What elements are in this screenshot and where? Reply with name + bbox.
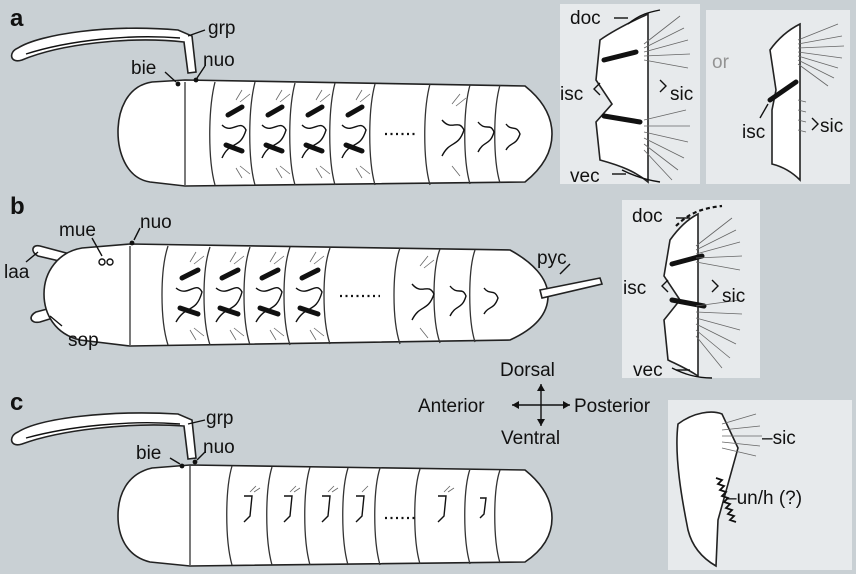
panel-b-inset-isc: isc bbox=[623, 278, 646, 299]
panel-c-inset: –sic –un/h (?) bbox=[668, 400, 852, 570]
panel-b-letter: b bbox=[10, 193, 25, 220]
panel-b-pyc-process bbox=[540, 278, 602, 298]
compass-anterior: Anterior bbox=[418, 396, 485, 417]
orientation-compass: Dorsal Anterior Posterior Ventral bbox=[418, 360, 651, 449]
panel-b-label-mue: mue bbox=[59, 220, 96, 241]
panel-a-inset-1: doc isc sic vec bbox=[560, 4, 700, 187]
panel-a-inset1-isc: isc bbox=[560, 84, 583, 105]
panel-c-bie-leader bbox=[170, 458, 180, 464]
panel-a-inset-2: isc sic bbox=[706, 10, 850, 184]
panel-a: a bbox=[10, 4, 850, 187]
panel-b-label-nuo: nuo bbox=[140, 212, 172, 233]
panel-c-inset-sic: –sic bbox=[762, 428, 796, 449]
panel-a-nuo-dot bbox=[194, 78, 199, 83]
panel-a-inset2-sic: sic bbox=[820, 116, 843, 137]
panel-a-bie-dot bbox=[176, 82, 181, 87]
panel-b-inset: doc isc sic vec bbox=[622, 200, 760, 381]
compass-dorsal: Dorsal bbox=[500, 360, 555, 381]
panel-c-letter: c bbox=[10, 389, 23, 416]
panel-c-label-grp: grp bbox=[206, 408, 233, 429]
panel-a-letter: a bbox=[10, 5, 24, 32]
panel-b-nuo-dot bbox=[130, 241, 135, 246]
panel-a-inset1-sic: sic bbox=[670, 84, 693, 105]
panel-b-laa-leader bbox=[26, 252, 38, 262]
panel-c-grp-process bbox=[12, 413, 196, 459]
panel-a-inset2-isc: isc bbox=[742, 122, 765, 143]
compass-ventral: Ventral bbox=[501, 428, 560, 449]
panel-a-label-grp: grp bbox=[208, 18, 235, 39]
panel-c-bie-dot bbox=[180, 464, 185, 469]
panel-a-body bbox=[118, 80, 552, 186]
panel-a-inset1-vec: vec bbox=[570, 166, 600, 187]
panel-c-body bbox=[118, 465, 552, 566]
panel-c-nuo-dot bbox=[193, 460, 198, 465]
panel-b-label-laa: laa bbox=[4, 262, 30, 283]
panel-a-label-nuo: nuo bbox=[203, 50, 235, 71]
panel-a-grp-leader bbox=[188, 30, 205, 36]
panel-b-label-pyc: pyc bbox=[537, 248, 567, 269]
panel-c-label-bie: bie bbox=[136, 443, 161, 464]
panel-b-inset-sic: sic bbox=[722, 286, 745, 307]
panel-a-inset1-doc: doc bbox=[570, 8, 601, 29]
panel-c-inset-unh: –un/h (?) bbox=[726, 488, 802, 509]
compass-posterior: Posterior bbox=[574, 396, 651, 417]
panel-b-inset-doc: doc bbox=[632, 206, 663, 227]
panel-c-label-nuo: nuo bbox=[203, 437, 235, 458]
panel-b-inset-vec: vec bbox=[633, 360, 663, 381]
panel-b: b bbox=[4, 193, 760, 381]
panel-a-label-bie: bie bbox=[131, 58, 156, 79]
panel-b-label-sop: sop bbox=[68, 330, 99, 351]
